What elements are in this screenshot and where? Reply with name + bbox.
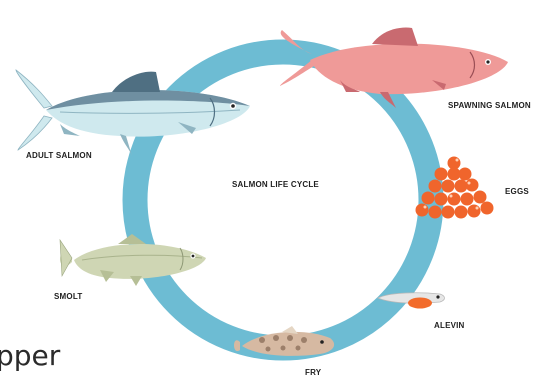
stage-label-alevin: ALEVIN	[434, 321, 465, 330]
diagram-title: SALMON LIFE CYCLE	[232, 180, 319, 189]
stage-label-fry: FRY	[305, 368, 321, 377]
stage-label-eggs: EGGS	[505, 187, 529, 196]
stage-label-adult-salmon: ADULT SALMON	[26, 151, 92, 160]
stage-label-spawning-salmon: SPAWNING SALMON	[448, 101, 531, 110]
stage-label-smolt: SMOLT	[54, 292, 82, 301]
cutoff-text: pper	[0, 336, 60, 376]
smolt-icon	[60, 234, 206, 286]
